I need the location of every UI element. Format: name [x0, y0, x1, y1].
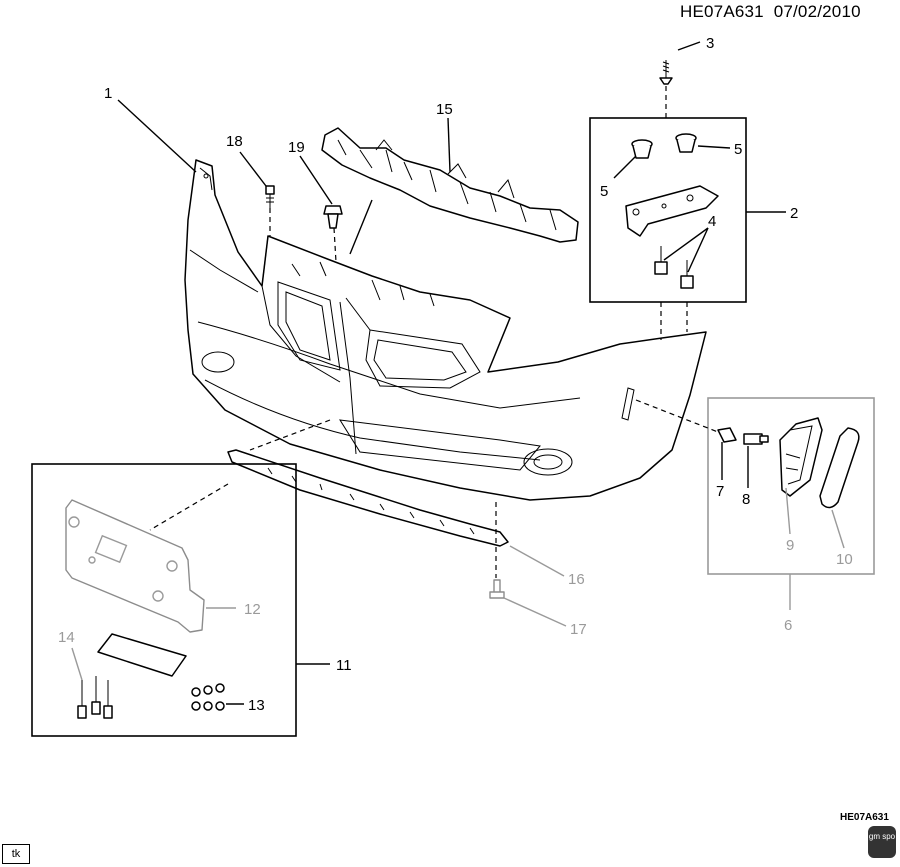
bulb-7: [717, 427, 737, 443]
footer-diagram-id: HE07A631: [840, 812, 889, 823]
callout-19: 19: [288, 139, 305, 156]
rivets-14: [77, 676, 113, 719]
bolt-4a: [654, 246, 668, 275]
callout-10: 10: [836, 551, 853, 568]
callout-8: 8: [742, 491, 750, 508]
push-pin-17: [489, 579, 505, 599]
socket-8: [743, 433, 769, 445]
callout-5b: 5: [734, 141, 742, 158]
clip-nut-5b: [675, 133, 697, 153]
screw-3: [659, 60, 673, 85]
license-plate-bracket-12: [65, 499, 205, 633]
callout-15: 15: [436, 101, 453, 118]
diagram-date: 07/02/2010: [773, 2, 861, 21]
bolt-4b: [680, 260, 694, 289]
leader-lines: [71, 41, 845, 705]
gm-spo-logo: gm spo: [868, 826, 896, 858]
callout-9: 9: [786, 537, 794, 554]
initials-box: tk: [2, 844, 30, 864]
bolt-18: [265, 185, 275, 208]
lower-spoiler-strip: [227, 449, 509, 547]
callout-5a: 5: [600, 183, 608, 200]
screws-13: [191, 683, 225, 711]
callout-12: 12: [244, 601, 261, 618]
callout-2: 2: [790, 205, 798, 222]
callout-6: 6: [784, 617, 792, 634]
support-bracket: [625, 185, 719, 237]
license-plate-kit-box: [31, 463, 297, 737]
assembly-lines: [149, 86, 719, 578]
callout-7: 7: [716, 483, 724, 500]
clip-nut-5a: [631, 139, 653, 159]
side-marker-housing-9: [779, 417, 823, 497]
callout-14: 14: [58, 629, 75, 646]
callout-16: 16: [568, 571, 585, 588]
side-marker-lens-10: [819, 427, 860, 509]
callout-17: 17: [570, 621, 587, 638]
foam-pad: [97, 633, 187, 677]
callout-1: 1: [104, 85, 112, 102]
diagram-id: HE07A631: [680, 2, 764, 21]
callout-labels: 1 2 3 4 5 5 6 7 8 9 10 11 12 13 14 15 16…: [58, 35, 853, 714]
energy-absorber: [321, 127, 579, 243]
callout-4: 4: [708, 213, 716, 230]
bracket-kit-box: [589, 117, 747, 303]
front-bumper-fascia: [184, 159, 707, 501]
callout-3: 3: [706, 35, 714, 52]
callout-13: 13: [248, 697, 265, 714]
push-retainer-19: [323, 205, 343, 229]
diagram-header: HE07A631 07/02/2010: [680, 2, 861, 22]
callout-11: 11: [336, 657, 352, 674]
callout-18: 18: [226, 133, 243, 150]
side-marker-kit-box: [707, 397, 875, 575]
